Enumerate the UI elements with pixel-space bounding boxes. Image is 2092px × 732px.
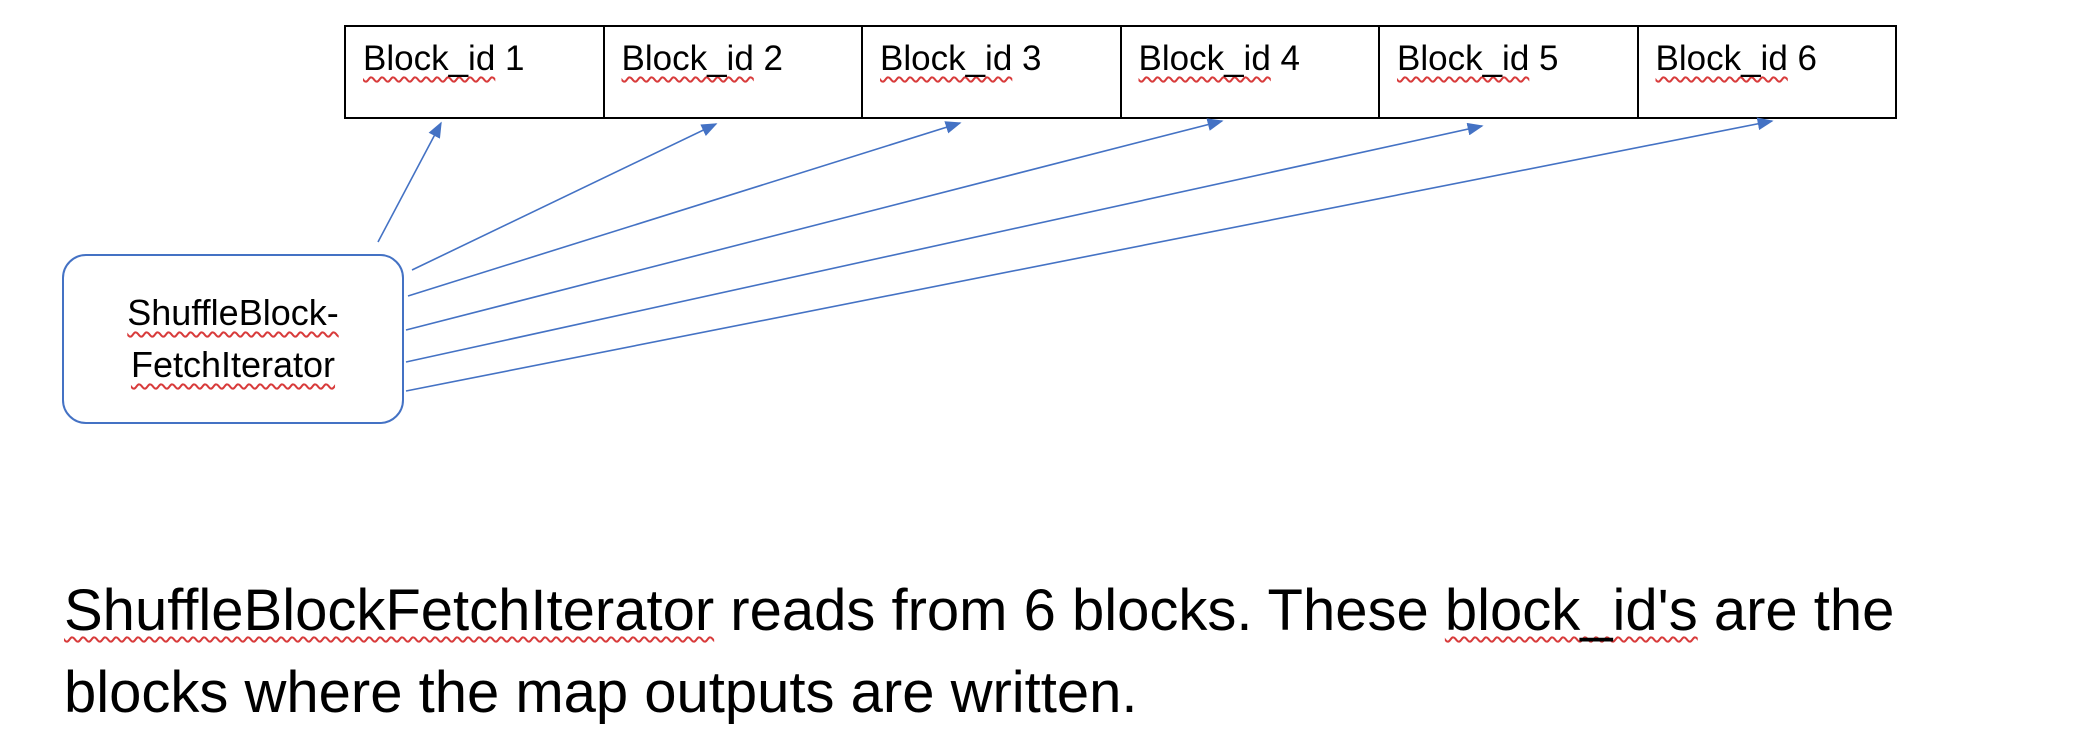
source-node-line-1: ShuffleBlock-: [127, 292, 339, 333]
block-cell-4: Block_id 4: [1122, 27, 1380, 117]
edge-to-block-5: [405, 122, 1484, 363]
block-prefix: Block_id: [1397, 39, 1530, 78]
source-node-line-2: FetchIterator: [130, 344, 336, 385]
block-number: 3: [1022, 39, 1042, 78]
block-prefix: Block_id: [1655, 39, 1788, 78]
block-number: 4: [1280, 39, 1300, 78]
block-id-row: Block_id 1 Block_id 2 Block_id 3 Block_i…: [344, 25, 1897, 119]
block-number: 2: [763, 39, 783, 78]
block-cell-5: Block_id 5: [1380, 27, 1639, 117]
block-label-2: Block_id 2: [622, 38, 784, 80]
shuffle-block-fetch-iterator-node: ShuffleBlock- FetchIterator: [62, 254, 404, 424]
block-number: 5: [1539, 39, 1559, 78]
block-label-5: Block_id 5: [1397, 38, 1559, 80]
block-number: 1: [505, 39, 525, 78]
edge-to-block-4: [405, 118, 1224, 331]
block-number: 6: [1797, 39, 1817, 78]
caption-text-1: reads from 6 blocks. These: [714, 578, 1445, 643]
block-prefix: Block_id: [880, 39, 1013, 78]
block-prefix: Block_id: [363, 39, 496, 78]
block-cell-2: Block_id 2: [605, 27, 863, 117]
edge-to-block-2: [411, 123, 718, 271]
block-cell-1: Block_id 1: [346, 27, 605, 117]
caption-term-iterator: ShuffleBlockFetchIterator: [64, 578, 715, 643]
block-prefix: Block_id: [621, 39, 754, 78]
block-cell-6: Block_id 6: [1639, 27, 1896, 117]
block-prefix: Block_id: [1138, 39, 1271, 78]
block-label-3: Block_id 3: [880, 38, 1042, 80]
block-cell-3: Block_id 3: [863, 27, 1122, 117]
block-label-6: Block_id 6: [1656, 38, 1818, 80]
caption-text-2: are the blocks where the map outputs are…: [64, 578, 1895, 725]
edge-to-block-6: [405, 117, 1774, 392]
edge-to-block-1: [377, 121, 442, 243]
caption-term-block-id: block_id's: [1444, 578, 1698, 643]
diagram-caption: ShuffleBlockFetchIterator reads from 6 b…: [64, 570, 2064, 732]
block-label-4: Block_id 4: [1139, 38, 1301, 80]
block-label-1: Block_id 1: [363, 38, 525, 80]
edge-to-block-3: [407, 121, 962, 297]
